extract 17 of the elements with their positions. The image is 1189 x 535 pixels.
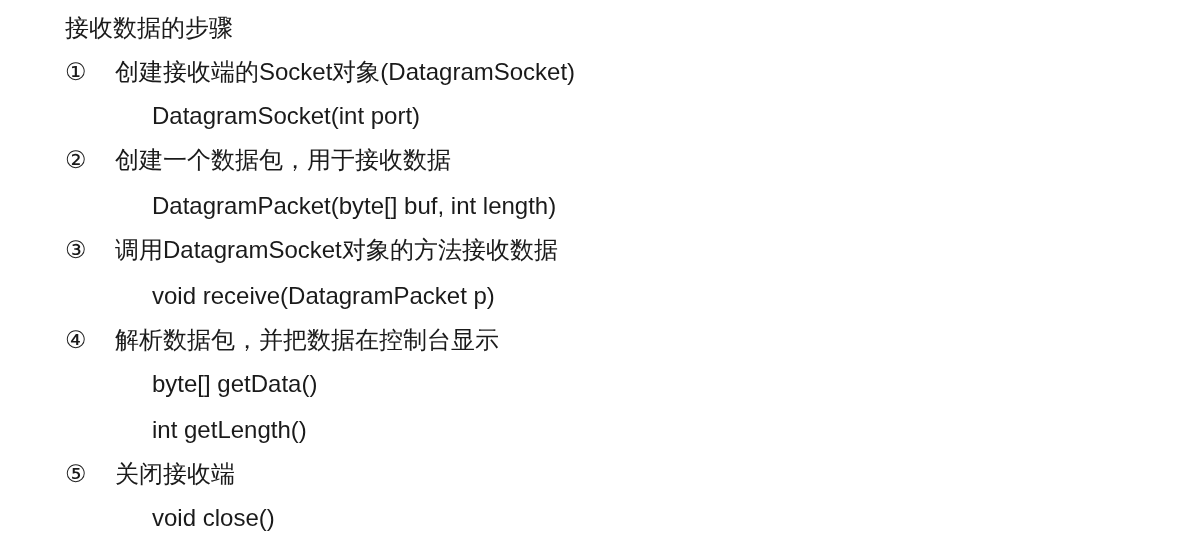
code-line: void close() — [152, 503, 275, 533]
code-line: int getLength() — [152, 415, 307, 445]
step-number: ② — [65, 145, 87, 175]
step-number: ⑤ — [65, 459, 87, 489]
code-line: void receive(DatagramPacket p) — [152, 281, 495, 311]
step-text: 创建一个数据包，用于接收数据 — [115, 145, 451, 175]
code-line: DatagramPacket(byte[] buf, int length) — [152, 191, 557, 221]
step-text: 关闭接收端 — [115, 459, 235, 489]
step-number: ③ — [65, 235, 87, 265]
step-text: 调用DatagramSocket对象的方法接收数据 — [115, 235, 558, 265]
code-line: DatagramSocket(int port) — [152, 101, 421, 131]
step-number: ① — [65, 57, 87, 87]
step-text: 解析数据包，并把数据在控制台显示 — [115, 325, 499, 355]
step-number: ④ — [65, 325, 87, 355]
code-line: byte[] getData() — [152, 369, 318, 399]
heading: 接收数据的步骤 — [65, 13, 233, 43]
step-text: 创建接收端的Socket对象(DatagramSocket) — [115, 57, 576, 87]
